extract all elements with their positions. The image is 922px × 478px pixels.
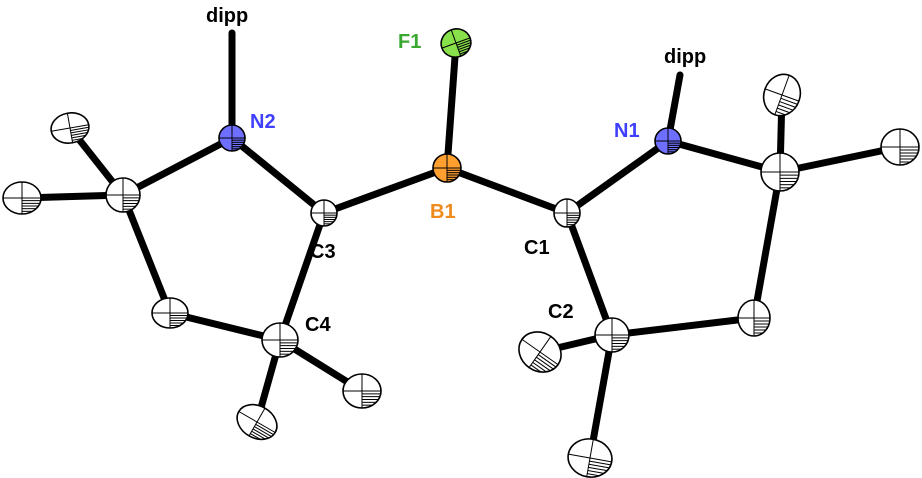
atom-me_l2	[2, 181, 42, 215]
atom-ch2_right	[737, 299, 771, 337]
label-c3: C3	[310, 241, 336, 263]
atom-me_r1	[762, 73, 802, 117]
atom-n1	[654, 127, 682, 155]
bond-c1-n1	[563, 137, 672, 217]
atom-me_c4b	[342, 373, 382, 409]
label-c2: C2	[548, 301, 574, 323]
atom-me_c2b	[567, 438, 613, 478]
atom-c1	[553, 198, 581, 228]
bond-c2-me_c2b	[586, 331, 616, 462]
bond-ch2_left-c4	[166, 309, 284, 344]
bond-c3-n2	[228, 134, 328, 217]
label-b1: B1	[430, 201, 456, 223]
bond-f1-b1	[443, 39, 460, 172]
label-n2: N2	[250, 111, 276, 133]
bond-ch2_right-c2	[608, 314, 758, 339]
bond-c1-c2	[563, 209, 616, 339]
bond-cq_left-ch2_left	[119, 191, 174, 317]
atom-me_c4a	[236, 403, 278, 441]
atom-me_r2	[880, 128, 920, 166]
label-dipp-left: dipp	[206, 5, 248, 27]
atom-c2	[594, 317, 630, 353]
bond-b1-c1	[443, 164, 571, 217]
bond-cq_right-ch2_right	[750, 168, 784, 322]
atom-cq_right	[760, 152, 800, 192]
atom-c4	[261, 322, 299, 358]
label-n1: N1	[614, 120, 640, 142]
atom-cq_left	[105, 177, 141, 213]
atom-me_l1	[50, 112, 90, 144]
atoms	[2, 28, 920, 478]
label-dipp-right: dipp	[664, 46, 706, 68]
bond-b1-c3	[320, 164, 451, 217]
atom-b1	[432, 153, 462, 183]
bond-c3-c4	[276, 209, 328, 344]
atom-ch2_left	[151, 297, 189, 329]
label-f1: F1	[398, 31, 421, 53]
atom-f1	[440, 28, 472, 58]
label-c4: C4	[305, 314, 331, 336]
atom-n2	[218, 124, 246, 152]
label-c1: C1	[524, 237, 550, 259]
bond-cq_right-me_r2	[776, 143, 904, 176]
bond-n2-cq_left	[119, 134, 236, 199]
atom-me_c2a	[518, 331, 562, 373]
atom-c3	[310, 199, 338, 227]
